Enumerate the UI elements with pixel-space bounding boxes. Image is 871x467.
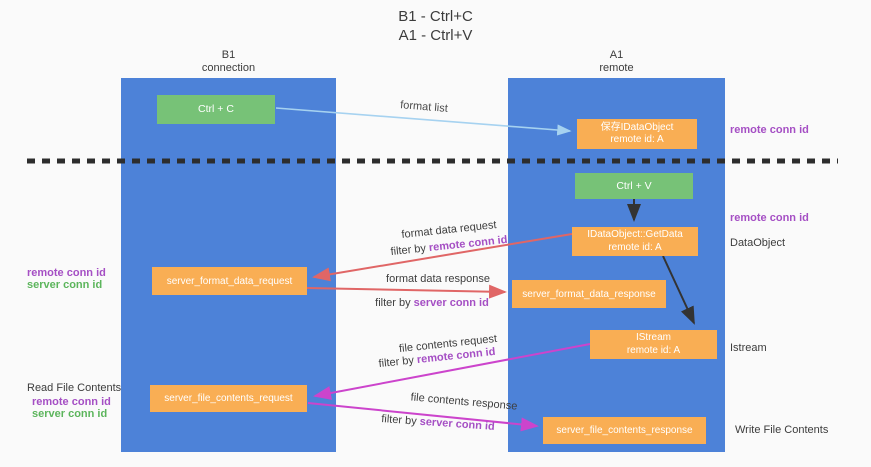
write-file-contents-annotation: Write File Contents: [735, 424, 829, 436]
filter-by-text: filter by: [390, 242, 427, 259]
file-contents-response-label: file contents response: [410, 391, 518, 413]
ctrl-c-box: Ctrl + C: [157, 95, 275, 124]
dataobject-annotation: DataObject: [730, 237, 786, 249]
server-format-data-request-label: server_format_data_request: [166, 275, 293, 287]
filter-by-text: filter by: [380, 413, 418, 428]
idataobject-getdata-line2: remote id: A: [608, 241, 662, 253]
remote-conn-id-annotation-bottom-left: remote conn id: [32, 396, 111, 408]
left-conn-id-annotation-group: remote conn id server conn id: [27, 267, 106, 291]
save-idataobject-line2: remote id: A: [610, 134, 664, 145]
idataobject-getdata-line1: IDataObject::GetData: [587, 229, 683, 240]
server-file-contents-response-box: server_file_contents_response: [543, 417, 706, 444]
ctrl-c-label: Ctrl + C: [198, 103, 234, 115]
server-format-data-request-box: server_format_data_request: [152, 267, 307, 295]
left-column-header: B1 connection: [121, 49, 336, 75]
filter-by-text: filter by: [375, 297, 411, 309]
server-file-contents-request-label: server_file_contents_request: [164, 393, 293, 404]
server-conn-id-text: server conn id: [413, 297, 489, 309]
diagram-title: B1 - Ctrl+C A1 - Ctrl+V: [0, 7, 871, 45]
read-file-contents-annotation-group: Read File Contents remote conn id server…: [27, 382, 121, 420]
format-list-label: format list: [399, 99, 449, 115]
right-column-name: A1: [609, 49, 624, 61]
title-line-1: B1 - Ctrl+C: [398, 8, 473, 25]
server-conn-id-annotation-bottom-left: server conn id: [32, 408, 108, 420]
save-idataobject-line1: 保存IDataObject: [600, 121, 674, 133]
idataobject-getdata-box: IDataObject::GetData remote id: A: [572, 227, 698, 256]
left-column-name: B1: [221, 49, 236, 61]
remote-conn-id-annotation-left: remote conn id: [27, 267, 106, 279]
ctrl-v-box: Ctrl + V: [575, 173, 693, 199]
istream-line2: remote id: A: [626, 344, 681, 356]
server-format-data-response-box: server_format_data_response: [512, 280, 666, 308]
save-idataobject-box: 保存IDataObject remote id: A: [577, 119, 697, 149]
read-file-contents-annotation: Read File Contents: [27, 382, 122, 394]
server-conn-id-text: server conn id: [419, 415, 496, 433]
istream-annotation: Istream: [730, 342, 767, 354]
istream-line1: IStream: [635, 332, 671, 343]
ctrl-v-label: Ctrl + V: [616, 179, 652, 192]
server-file-contents-request-box: server_file_contents_request: [150, 385, 307, 412]
format-data-response-label: format data response: [386, 273, 490, 285]
remote-conn-id-annotation-top: remote conn id: [730, 124, 809, 136]
left-column-role: connection: [201, 62, 256, 74]
filter-by-text: filter by: [378, 354, 415, 371]
format-data-response-arrow: [306, 284, 507, 299]
server-format-data-response-label: server_format_data_response: [522, 288, 656, 300]
istream-box: IStream remote id: A: [590, 330, 717, 359]
server-file-contents-response-label: server_file_contents_response: [556, 425, 693, 436]
right-column-header: A1 remote: [508, 49, 725, 75]
remote-conn-id-annotation-mid: remote conn id: [730, 212, 809, 224]
title-line-2: A1 - Ctrl+V: [398, 27, 473, 44]
right-column-role: remote: [599, 62, 634, 74]
server-conn-id-annotation-left: server conn id: [27, 279, 103, 291]
